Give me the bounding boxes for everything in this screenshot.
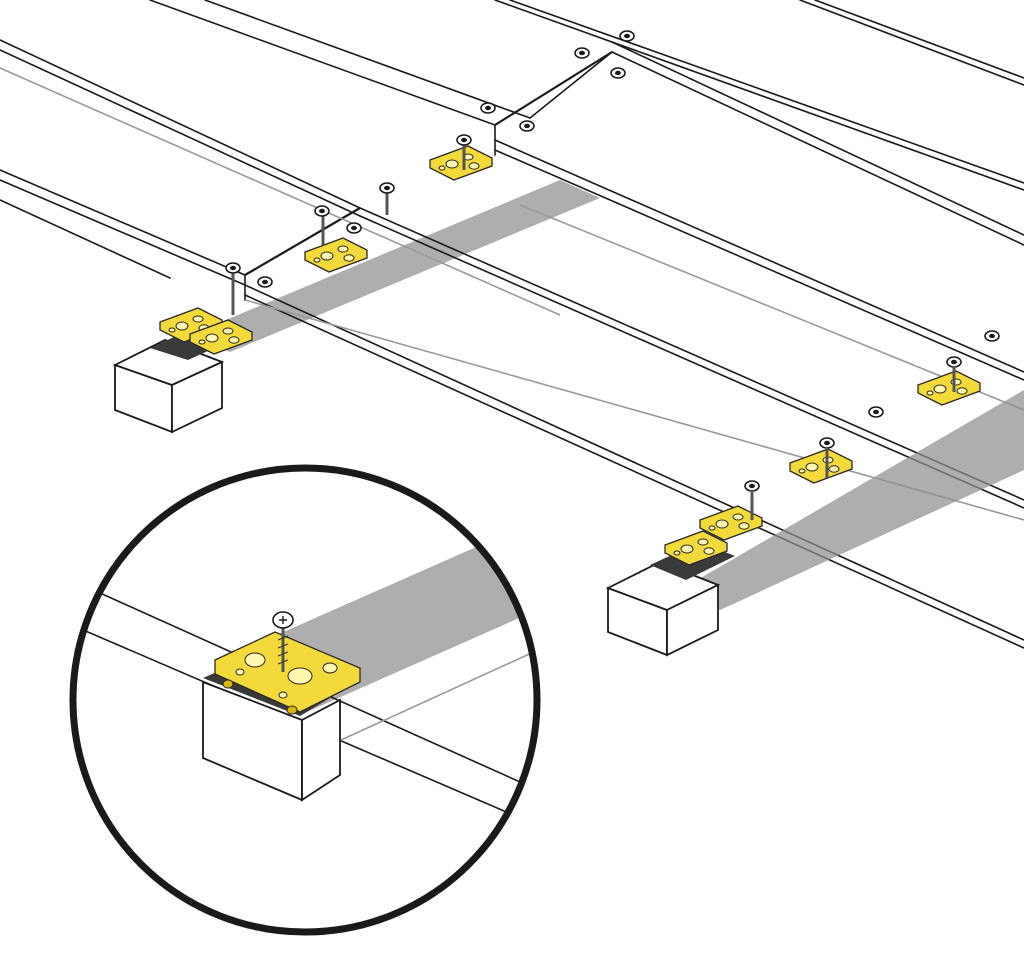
joist-left — [112, 325, 236, 434]
magnifier-detail — [69, 464, 541, 936]
screw-icon — [456, 134, 472, 146]
screw-icon — [519, 120, 535, 132]
screw-icon — [819, 437, 835, 449]
screw-icon — [744, 480, 760, 492]
magnifier-circle-icon — [69, 464, 541, 936]
screw-icon — [314, 205, 330, 217]
screw-icon — [610, 67, 626, 79]
screw-icon — [480, 102, 496, 114]
pads-left-joist — [159, 143, 493, 355]
screw-icon — [257, 276, 273, 288]
screw-icon — [379, 182, 395, 194]
screw-icon — [574, 47, 590, 59]
screw-icon — [346, 222, 362, 234]
membrane-strip-left — [190, 180, 600, 352]
joist-right — [605, 366, 1024, 657]
screw-icon — [619, 30, 635, 42]
screw-icon — [225, 262, 241, 274]
screw-icon — [868, 406, 884, 418]
screw-icon — [946, 356, 962, 368]
screw-icon — [984, 330, 1000, 342]
adjustable-pad-icon — [214, 631, 361, 713]
